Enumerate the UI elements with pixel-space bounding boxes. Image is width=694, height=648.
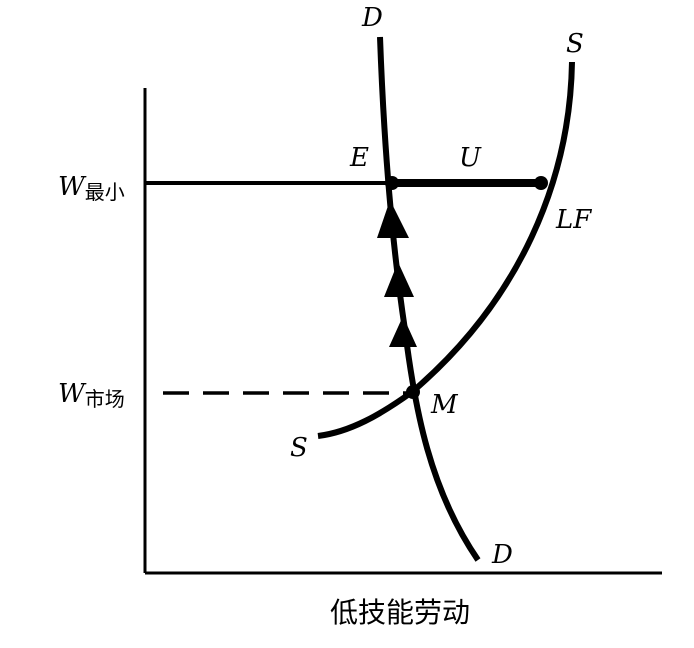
x-axis-label: 低技能劳动: [330, 596, 470, 629]
demand-curve: [377, 36, 481, 562]
point-lf-label: LF: [555, 205, 592, 235]
arrow-up-icon: [389, 316, 417, 347]
w-market-symbol: W: [58, 379, 87, 409]
point-m-label: M: [430, 390, 459, 420]
supply-label-top: S: [566, 29, 584, 59]
point-m: [406, 385, 420, 399]
w-market-label: W市场: [58, 379, 125, 411]
point-lf: [534, 176, 548, 190]
w-market-subscript: 市场: [85, 387, 125, 411]
w-min-subscript: 最小: [85, 180, 125, 204]
w-min-symbol: W: [58, 172, 87, 202]
point-e: [385, 176, 399, 190]
arrow-up-icon: [384, 262, 414, 297]
point-u-label: U: [459, 143, 482, 173]
supply-label-bottom: S: [290, 433, 308, 463]
w-min-label: W最小: [58, 172, 125, 204]
demand-label-bottom: D: [491, 540, 513, 570]
supply-curve: [317, 61, 575, 439]
point-e-label: E: [349, 143, 369, 173]
arrow-up-icon: [377, 200, 409, 238]
demand-label-top: D: [361, 3, 383, 33]
